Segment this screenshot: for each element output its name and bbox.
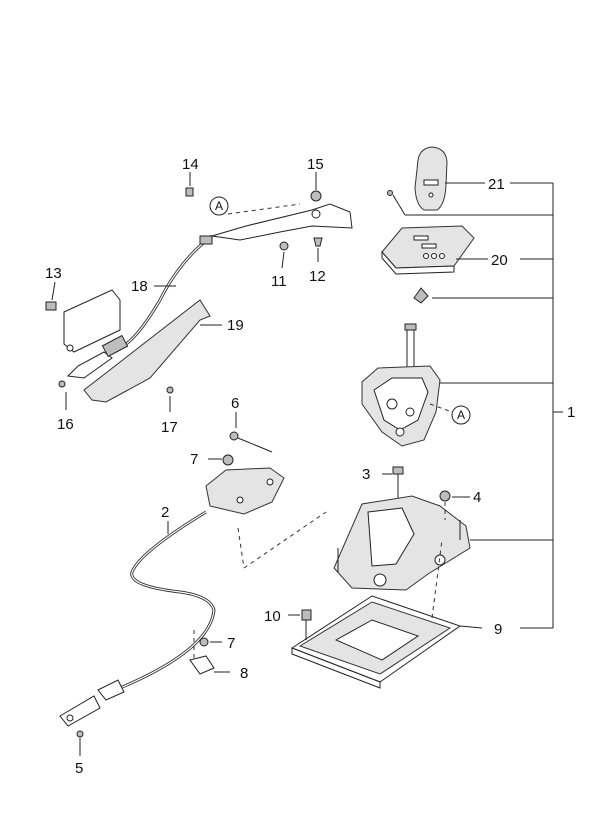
lower-shift-cable — [59, 510, 216, 727]
callout-3: 3 — [362, 466, 370, 483]
callout-16: 16 — [57, 416, 74, 433]
small-fasteners — [45, 187, 323, 394]
callout-8: 8 — [240, 665, 248, 682]
callout-13: 13 — [45, 265, 62, 282]
callout-10: 10 — [264, 608, 281, 625]
shift-knob — [414, 146, 485, 211]
callout-7b: 7 — [227, 635, 235, 652]
callout-18: 18 — [131, 278, 148, 295]
callout-1: 1 — [567, 404, 575, 421]
bolt-3 — [392, 466, 404, 498]
panel-clip — [413, 287, 429, 304]
callout-2: 2 — [161, 504, 169, 521]
callout-12: 12 — [309, 268, 326, 285]
callout-20: 20 — [491, 252, 508, 269]
callout-4: 4 — [473, 489, 481, 506]
assembly-bracket-lines — [392, 182, 563, 629]
shift-bracket-housing — [333, 495, 471, 591]
callout-15: 15 — [307, 156, 324, 173]
knob-screw — [387, 190, 393, 196]
cable-clamp-8 — [189, 630, 215, 675]
callout-labels: 1 2 3 4 5 6 7 7 8 9 10 11 12 13 14 15 16… — [45, 156, 575, 777]
cable-end-spring — [66, 334, 129, 379]
callout-7a: 7 — [190, 451, 198, 468]
cable-bracket-lower — [205, 431, 285, 515]
svg-text:A: A — [457, 408, 465, 422]
base-plate — [290, 595, 483, 689]
callout-9: 9 — [494, 621, 502, 638]
mounting-bracket-13 — [63, 289, 121, 353]
callout-11: 11 — [271, 273, 287, 290]
callout-6: 6 — [231, 395, 239, 412]
nut-4 — [439, 490, 451, 520]
reference-mark-a-lower: A — [451, 405, 471, 425]
callout-17: 17 — [161, 419, 178, 436]
guide-line — [431, 539, 443, 619]
pin-5 — [76, 730, 84, 738]
heat-shield-19 — [83, 299, 211, 403]
leader-lines — [51, 172, 470, 756]
svg-text:A: A — [215, 199, 223, 213]
guide-line-lower — [237, 527, 245, 569]
shift-lever-mechanism — [361, 323, 453, 447]
callout-14: 14 — [182, 156, 199, 173]
callout-19: 19 — [227, 317, 244, 334]
indicator-panel — [381, 225, 488, 275]
callout-5: 5 — [75, 760, 83, 777]
upper-shift-cable — [125, 203, 353, 346]
reference-mark-a-upper: A — [209, 196, 229, 216]
guide-line-cross — [243, 511, 327, 569]
bolt-10 — [301, 609, 312, 640]
callout-21: 21 — [488, 176, 505, 193]
